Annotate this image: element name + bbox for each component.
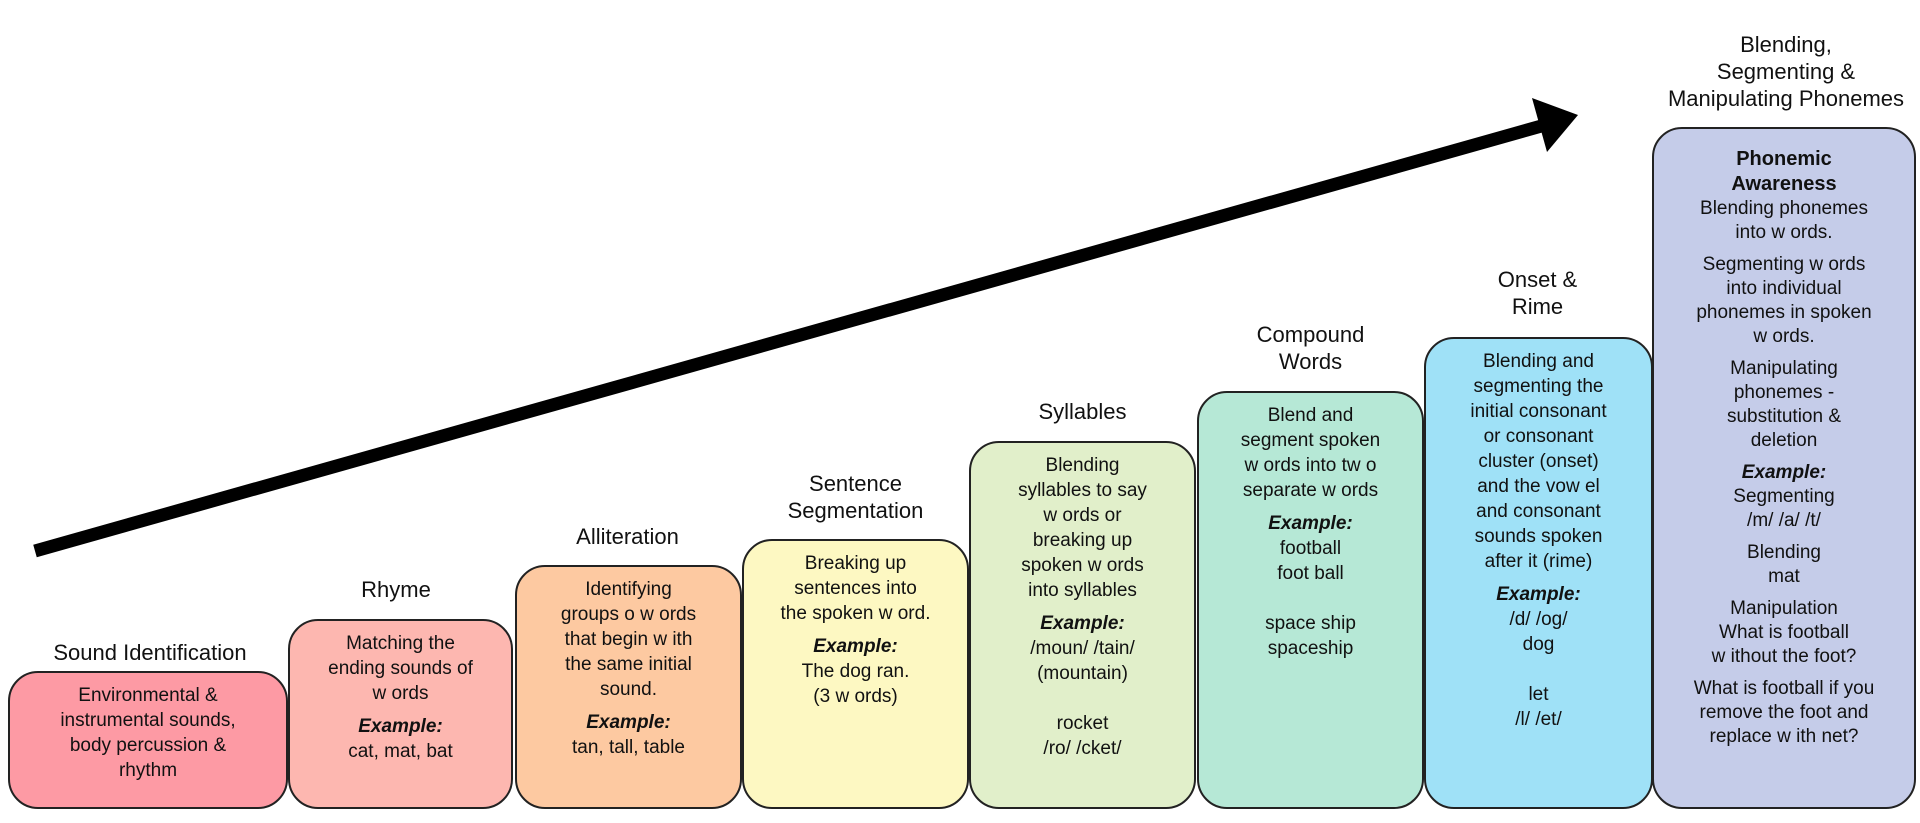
step-box-rhyme: Matching the ending sounds of w ords Exa… [288,619,513,809]
step-box-alliteration: Identifying groups o w ords that begin w… [515,565,742,809]
step-box-sentence-segmentation: Breaking up sentences into the spoken w … [742,539,969,809]
example-label: Example: [358,716,443,737]
example-label: Example: [586,712,671,733]
step-title-sentence-segmentation: Sentence Segmentation [787,471,924,523]
step-box-onset-rime: Blending and segmenting the initial cons… [1424,337,1653,809]
phonemic-awareness-heading: Awareness [1731,173,1837,195]
step-box-syllables: Blending syllables to say w ords or brea… [969,441,1196,809]
step-title-syllables: Syllables [1038,399,1127,424]
example-label: Example: [813,636,898,657]
step-box-phonemes: Phonemic Awareness Blending phonemes int… [1652,127,1916,809]
step-title-compound-words: Compound Words [1256,322,1365,374]
phonemic-awareness-heading: Phonemic [1736,148,1832,170]
example-label: Example: [1741,462,1827,483]
step-title-phonemes: Blending, Segmenting & Manipulating Phon… [1667,32,1905,111]
step-title-onset-rime: Onset & Rime [1497,267,1578,319]
step-title-alliteration: Alliteration [576,524,679,549]
step-box-compound-words: Blend and segment spoken w ords into tw … [1197,391,1424,809]
example-label: Example: [1040,613,1125,634]
step-title-sound-identification: Sound Identification [53,640,247,665]
example-label: Example: [1268,513,1353,534]
example-label: Example: [1496,584,1581,605]
step-title-rhyme: Rhyme [361,577,431,602]
step-box-sound-identification: Environmental & instrumental sounds, bod… [8,671,288,809]
